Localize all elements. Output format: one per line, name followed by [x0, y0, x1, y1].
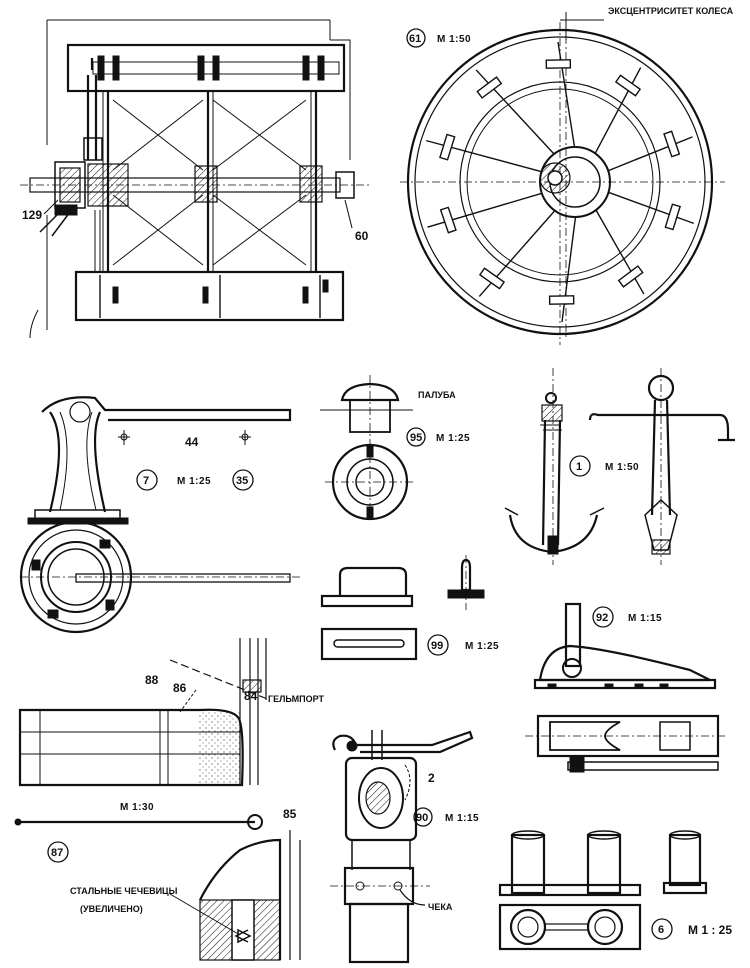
wheel-spoke	[607, 136, 693, 172]
paddle-float	[663, 130, 681, 158]
fitting-99-number: 99	[431, 640, 443, 652]
anchor-number: 1	[576, 461, 582, 473]
anchor-scale: М 1:50	[605, 462, 639, 473]
eccentric-label: ЭКСЦЕНТРИСИТЕТ КОЛЕСА	[608, 6, 734, 16]
paddle-float	[614, 74, 642, 97]
fitting-95-scale: М 1:25	[436, 433, 470, 444]
dim-60: 60	[355, 229, 369, 243]
helmport-label: ГЕЛЬМПОРТ	[268, 694, 325, 704]
paddle-float	[439, 206, 457, 234]
lens-label-2: (УВЕЛИЧЕНО)	[80, 904, 143, 914]
ref-circle-61	[406, 28, 426, 48]
paddle-float	[664, 203, 681, 231]
upper-float	[66, 43, 346, 93]
wheel-spoke	[561, 216, 577, 323]
wheel-spoke	[608, 191, 694, 225]
capstan-number-35: 35	[236, 475, 248, 487]
deck-label: ПАЛУБА	[418, 390, 456, 400]
paddle-box-plan: 129 60	[20, 19, 370, 339]
dim-85: 85	[283, 807, 297, 821]
pump-scale: М 1:15	[445, 813, 479, 824]
pin-label: ЧЕКА	[428, 902, 453, 912]
bitts-number: 6	[658, 924, 664, 936]
fitting-92: 92 М 1:15	[525, 602, 725, 773]
wheel-number: 61	[409, 33, 421, 45]
rudder-scale: М 1:30	[120, 802, 154, 813]
pump-drawing: 2 90 М 1:15 ЧЕКА	[330, 730, 479, 964]
dim-129: 129	[22, 208, 42, 222]
fitting-99-scale: М 1:25	[465, 641, 499, 652]
rudder-drawing: 88 86 84 ГЕЛЬМПОРТ М 1:30 85 87 СТАЛЬНЫЕ…	[14, 638, 325, 961]
capstan-scale: М 1:25	[177, 476, 211, 487]
bitts-scale: М 1 : 25	[688, 923, 732, 937]
dim-88: 88	[145, 673, 159, 687]
capstan-drawing: 44 7 М 1:25 35	[19, 396, 300, 634]
fitting-92-number: 92	[596, 612, 608, 624]
lens-label-1: СТАЛЬНЫЕ ЧЕЧЕВИЦЫ	[70, 886, 178, 896]
fitting-92-scale: М 1:15	[628, 613, 662, 624]
paddle-float	[548, 295, 575, 305]
wheel-spokes	[426, 41, 694, 323]
dim-2: 2	[428, 771, 435, 785]
paddle-float	[476, 76, 503, 99]
rudder-number: 87	[51, 847, 63, 859]
capstan-number: 7	[143, 475, 149, 487]
wheel-spoke	[594, 67, 642, 154]
paddle-wheel-side-view: ЭКСЦЕНТРИСИТЕТ КОЛЕСА 61 М 1:50	[400, 6, 734, 345]
anchor-drawing: 1 М 1:50	[504, 368, 735, 565]
paddle-float	[545, 59, 572, 69]
dim-44: 44	[185, 435, 199, 449]
paddle-float	[617, 265, 644, 288]
deck-fitting-95: ПАЛУБА 95 М 1:25	[320, 375, 470, 521]
wheel-spoke	[595, 209, 645, 295]
paddle-float	[439, 133, 456, 161]
bitts-drawing: 6 М 1 : 25	[498, 830, 732, 951]
lower-float	[74, 270, 345, 322]
fitting-95-number: 95	[410, 432, 422, 444]
wheel-scale: М 1:50	[437, 34, 471, 45]
paddle-float	[478, 267, 506, 290]
dim-86: 86	[173, 681, 187, 695]
fitting-99: 99 М 1:25	[320, 555, 499, 661]
pump-number: 90	[416, 812, 428, 824]
